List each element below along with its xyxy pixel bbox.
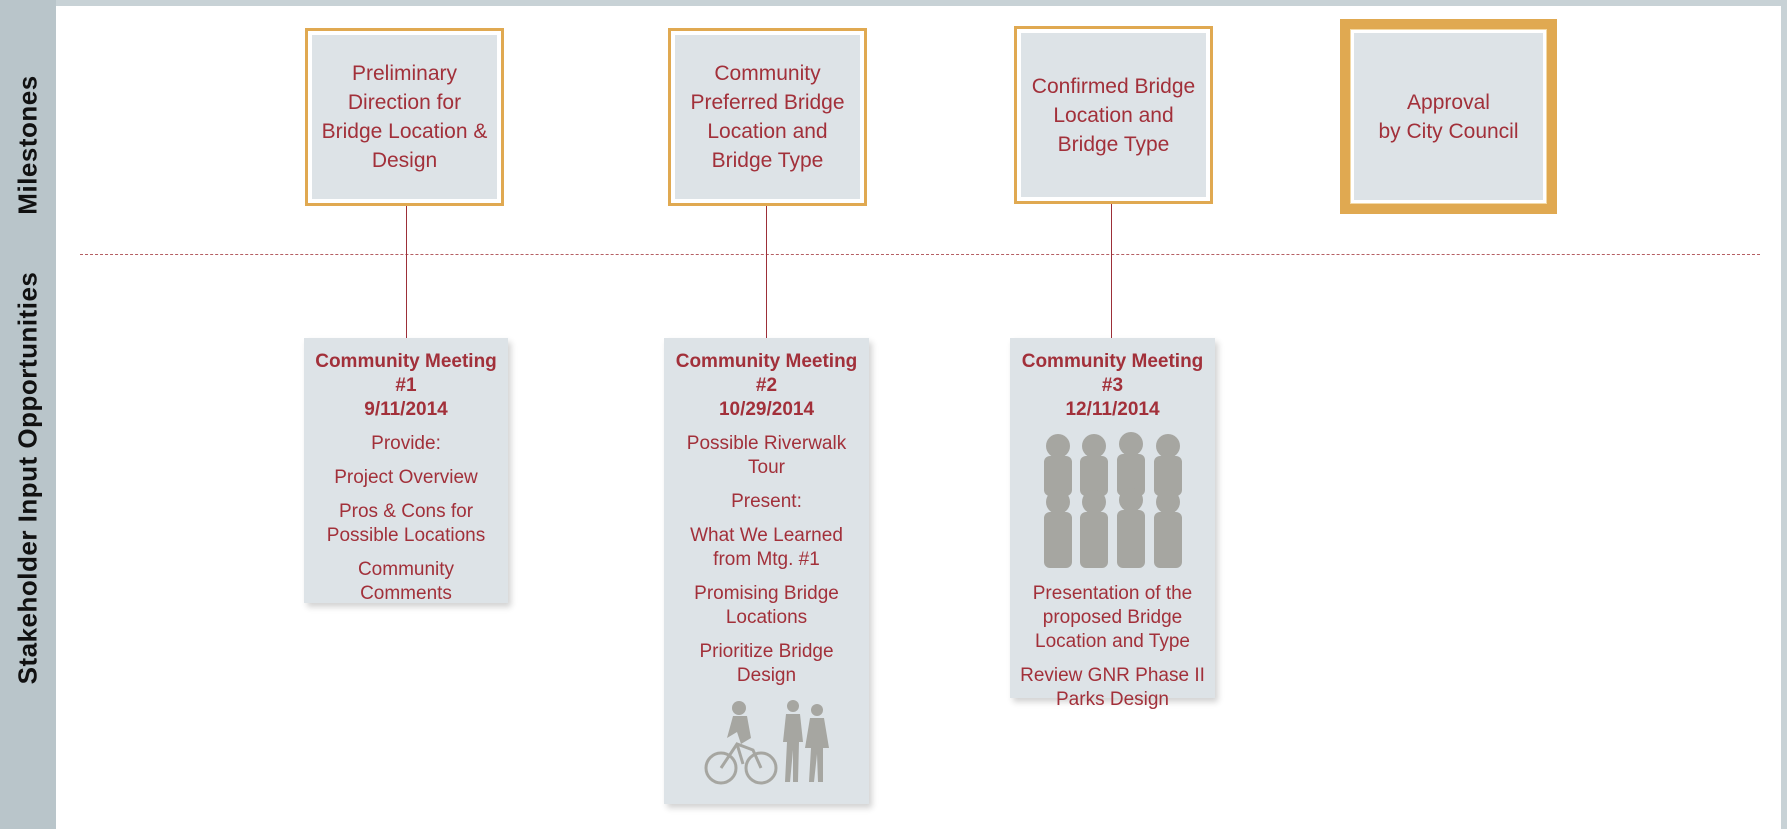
meeting-2-date: 10/29/2014 bbox=[718, 399, 815, 420]
meeting-1-item-4: Community Comments bbox=[357, 559, 455, 604]
cyclist-and-walkers-icon bbox=[704, 700, 829, 785]
meeting-1-date: 9/11/2014 bbox=[364, 399, 448, 420]
right-frame-border bbox=[1781, 0, 1787, 829]
meeting-2-item-3: What We Learned from Mtg. #1 bbox=[690, 525, 843, 570]
connector-line-3 bbox=[1111, 203, 1112, 339]
meeting-1-item-3: Pros & Cons for Possible Locations bbox=[326, 501, 486, 546]
milestone-box-3: Confirmed Bridge Location and Bridge Typ… bbox=[1014, 26, 1213, 204]
milestone-label-3: Confirmed Bridge Location and Bridge Typ… bbox=[1021, 33, 1206, 197]
meeting-card-3: Community Meeting #3 12/11/2014 Presenta… bbox=[1010, 338, 1215, 710]
milestone-box-2: Community Preferred Bridge Location and … bbox=[668, 28, 867, 206]
meeting-card-1: Community Meeting #1 9/11/2014 Provide: … bbox=[304, 338, 508, 604]
meeting-3-date: 12/11/2014 bbox=[1065, 399, 1160, 420]
meeting-1-item-2: Project Overview bbox=[334, 467, 478, 488]
milestone-label-4: Approval by City Council bbox=[1354, 33, 1543, 200]
meeting-1-title: Community Meeting #1 bbox=[315, 351, 497, 396]
milestone-label-1: Preliminary Direction for Bridge Locatio… bbox=[312, 35, 497, 199]
meeting-2-item-2: Present: bbox=[731, 491, 802, 512]
stakeholder-row-label: Stakeholder Input Opportunities bbox=[12, 271, 43, 685]
meeting-2-item-5: Prioritize Bridge Design bbox=[699, 641, 834, 686]
milestone-label-2: Community Preferred Bridge Location and … bbox=[675, 35, 860, 199]
row-divider-dashed bbox=[80, 254, 1760, 255]
audience-crowd-icon bbox=[1043, 432, 1182, 568]
connector-line-2 bbox=[766, 205, 767, 339]
milestone-box-1: Preliminary Direction for Bridge Locatio… bbox=[305, 28, 504, 206]
top-frame-border bbox=[0, 0, 1787, 6]
meeting-2-item-4: Promising Bridge Locations bbox=[694, 583, 839, 628]
connector-line-1 bbox=[406, 205, 407, 339]
meeting-2-title: Community Meeting #2 bbox=[675, 351, 858, 396]
meeting-3-title: Community Meeting #3 bbox=[1021, 351, 1204, 396]
row-label-band: Milestones Stakeholder Input Opportuniti… bbox=[0, 0, 56, 829]
milestones-row-label: Milestones bbox=[12, 75, 43, 215]
meeting-3-item-2: Review GNR Phase II Parks Design bbox=[1020, 665, 1205, 710]
meeting-2-item-1: Possible Riverwalk Tour bbox=[686, 433, 847, 478]
milestone-box-4-final: Approval by City Council bbox=[1340, 19, 1557, 214]
meeting-1-item-1: Provide: bbox=[371, 433, 441, 454]
meeting-card-2: Community Meeting #2 10/29/2014 Possible… bbox=[664, 338, 869, 804]
meeting-3-item-1: Presentation of the proposed Bridge Loca… bbox=[1032, 583, 1193, 652]
